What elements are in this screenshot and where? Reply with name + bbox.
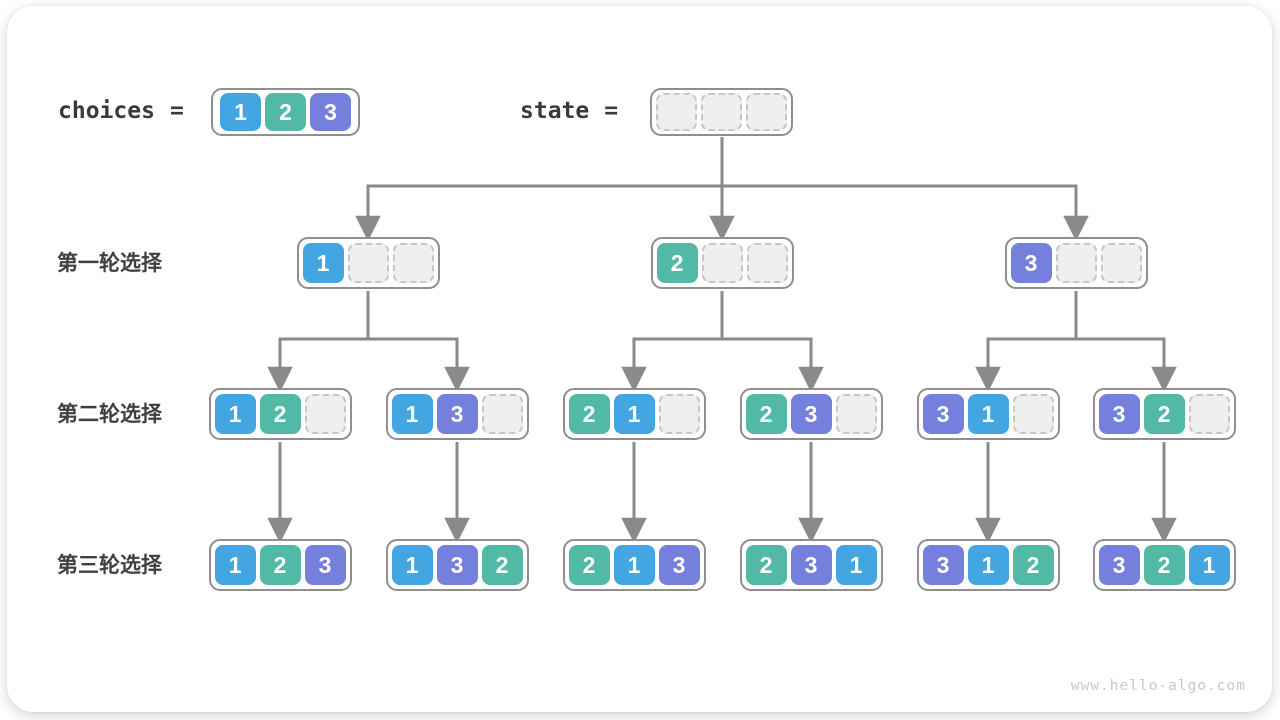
round-2-label: 第二轮选择	[57, 403, 162, 426]
value-cell: 1	[214, 394, 256, 434]
empty-cell	[1012, 394, 1054, 434]
state-label: state=	[520, 98, 619, 124]
equals-sign: =	[604, 98, 619, 124]
value-cell: 3	[436, 545, 478, 585]
value-cell: 2	[745, 394, 787, 434]
value-cell: 3	[310, 93, 351, 131]
round-3-label: 第三轮选择	[57, 554, 162, 577]
value-cell: 2	[265, 93, 306, 131]
value-cell: 2	[656, 243, 698, 283]
empty-cell	[1188, 394, 1230, 434]
empty-cell	[392, 243, 434, 283]
value-cell: 3	[1098, 394, 1140, 434]
value-cell: 3	[658, 545, 700, 585]
value-cell: 1	[835, 545, 877, 585]
empty-cell	[1100, 243, 1142, 283]
value-cell: 2	[568, 394, 610, 434]
value-cell: 2	[568, 545, 610, 585]
value-cell: 1	[391, 394, 433, 434]
state-node-r1-2: 2	[650, 237, 794, 289]
empty-cell	[746, 93, 787, 131]
value-cell: 2	[259, 545, 301, 585]
empty-cell	[656, 93, 697, 131]
value-cell: 3	[1010, 243, 1052, 283]
value-cell: 3	[790, 394, 832, 434]
empty-cell	[658, 394, 700, 434]
empty-cell	[746, 243, 788, 283]
value-cell: 3	[436, 394, 478, 434]
value-cell: 2	[1012, 545, 1054, 585]
state-array	[650, 88, 793, 136]
value-cell: 2	[1143, 394, 1185, 434]
value-cell: 1	[967, 394, 1009, 434]
empty-cell	[701, 243, 743, 283]
value-cell: 1	[220, 93, 261, 131]
value-cell: 1	[214, 545, 256, 585]
value-cell: 1	[613, 545, 655, 585]
equals-sign: =	[169, 98, 184, 124]
empty-cell	[835, 394, 877, 434]
value-cell: 2	[1143, 545, 1185, 585]
value-cell: 1	[391, 545, 433, 585]
state-node-r1-1: 1	[296, 237, 440, 289]
value-cell: 3	[922, 545, 964, 585]
value-cell: 3	[1098, 545, 1140, 585]
value-cell: 2	[481, 545, 523, 585]
watermark: www.hello-algo.com	[1070, 678, 1246, 694]
empty-cell	[701, 93, 742, 131]
empty-cell	[347, 243, 389, 283]
value-cell: 1	[302, 243, 344, 283]
value-cell: 2	[259, 394, 301, 434]
state-node-r1-3: 3	[1004, 237, 1148, 289]
value-cell: 1	[967, 545, 1009, 585]
round-1-label: 第一轮选择	[57, 252, 162, 275]
value-cell: 1	[1188, 545, 1230, 585]
empty-cell	[1055, 243, 1097, 283]
value-cell: 3	[922, 394, 964, 434]
value-cell: 1	[613, 394, 655, 434]
empty-cell	[304, 394, 346, 434]
value-cell: 2	[745, 545, 787, 585]
value-cell: 3	[790, 545, 832, 585]
choices-label: choices=	[58, 98, 184, 124]
empty-cell	[481, 394, 523, 434]
value-cell: 3	[304, 545, 346, 585]
